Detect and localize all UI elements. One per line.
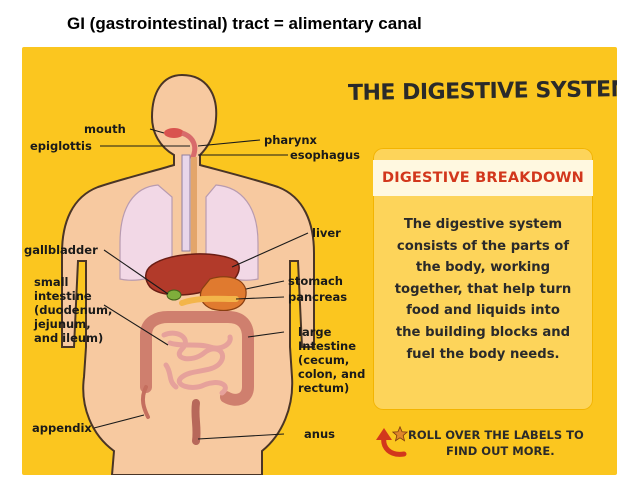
- label-line: (cecum,: [298, 353, 350, 367]
- digestive-system-panel: mouth epiglottis gallbladder small intes…: [22, 47, 617, 475]
- gallbladder-organ: [166, 289, 182, 301]
- label-appendix[interactable]: appendix: [32, 421, 92, 435]
- label-mouth[interactable]: mouth: [84, 122, 126, 136]
- card-body: The digestive system consists of the par…: [381, 214, 585, 365]
- small-intestine-organ: [161, 330, 233, 396]
- card-body-line: fuel the body needs.: [406, 346, 560, 362]
- label-anus[interactable]: anus: [304, 427, 335, 441]
- star-icon: [392, 426, 408, 442]
- leader-mouth: [149, 128, 165, 134]
- stomach-organ: [199, 276, 247, 312]
- label-line: rectum): [298, 381, 350, 395]
- leader-appendix: [93, 414, 145, 429]
- label-gallbladder[interactable]: gallbladder: [24, 243, 98, 257]
- label-line: jejunum,: [34, 317, 91, 331]
- label-line: small: [34, 275, 69, 289]
- label-pancreas[interactable]: pancreas: [288, 290, 348, 304]
- card-body-line: the building blocks and: [395, 324, 571, 340]
- curved-arrow-icon: [376, 428, 407, 457]
- leader-gallbladder: [103, 249, 169, 295]
- pancreas-organ: [179, 295, 239, 306]
- hint-line-2: FIND OUT MORE.: [446, 444, 555, 458]
- card-body-line: food and liquids into: [406, 303, 560, 319]
- mouth-organ: [164, 128, 184, 138]
- label-liver[interactable]: liver: [312, 226, 341, 240]
- label-line: Intestine: [298, 339, 357, 353]
- leader-pharynx: [197, 139, 261, 147]
- leader-stomach: [245, 280, 285, 290]
- leader-anus: [197, 433, 285, 440]
- breakdown-card: DIGESTIVE BREAKDOWN The digestive system…: [373, 148, 593, 410]
- card-body-line: The digestive system: [403, 217, 563, 232]
- appendix-organ: [140, 385, 150, 419]
- card-body-line: the body, working: [415, 260, 551, 276]
- leader-large-intestine: [247, 331, 285, 338]
- trachea-organ: [181, 154, 191, 252]
- label-large-intestine[interactable]: large Intestine (cecum, colon, and rectu…: [298, 325, 365, 395]
- pharynx-organ: [181, 130, 198, 161]
- label-line: large: [298, 325, 332, 339]
- rectum-organ: [191, 399, 201, 445]
- card-body-line: consists of the parts of: [396, 238, 570, 254]
- large-intestine-organ: [140, 311, 254, 406]
- leader-liver: [231, 232, 309, 268]
- card-title: DIGESTIVE BREAKDOWN: [381, 170, 584, 186]
- slide-title: GI (gastrointestinal) tract = alimentary…: [67, 14, 422, 33]
- label-epiglottis[interactable]: epiglottis: [30, 139, 92, 153]
- label-small-intestine[interactable]: small intestine (duodenum, jejunum, and …: [34, 275, 112, 345]
- label-line: intestine: [34, 289, 92, 303]
- label-stomach[interactable]: stomach: [288, 274, 343, 288]
- label-line: (duodenum,: [34, 303, 113, 317]
- card-header: DIGESTIVE BREAKDOWN: [373, 160, 593, 196]
- hint-line-1: ROLL OVER THE LABELS TO: [408, 428, 584, 442]
- label-line: colon, and: [298, 367, 366, 381]
- card-body-line: together, that help turn: [394, 281, 572, 297]
- leader-pancreas: [235, 296, 285, 300]
- leader-small-intestine: [103, 304, 169, 346]
- label-line: and ileum): [34, 331, 104, 345]
- label-pharynx[interactable]: pharynx: [264, 133, 317, 147]
- label-esophagus[interactable]: esophagus: [290, 148, 360, 162]
- body-illustration: [61, 73, 315, 475]
- diagram-heading: THE DIGESTIVE SYSTEM: [347, 77, 617, 106]
